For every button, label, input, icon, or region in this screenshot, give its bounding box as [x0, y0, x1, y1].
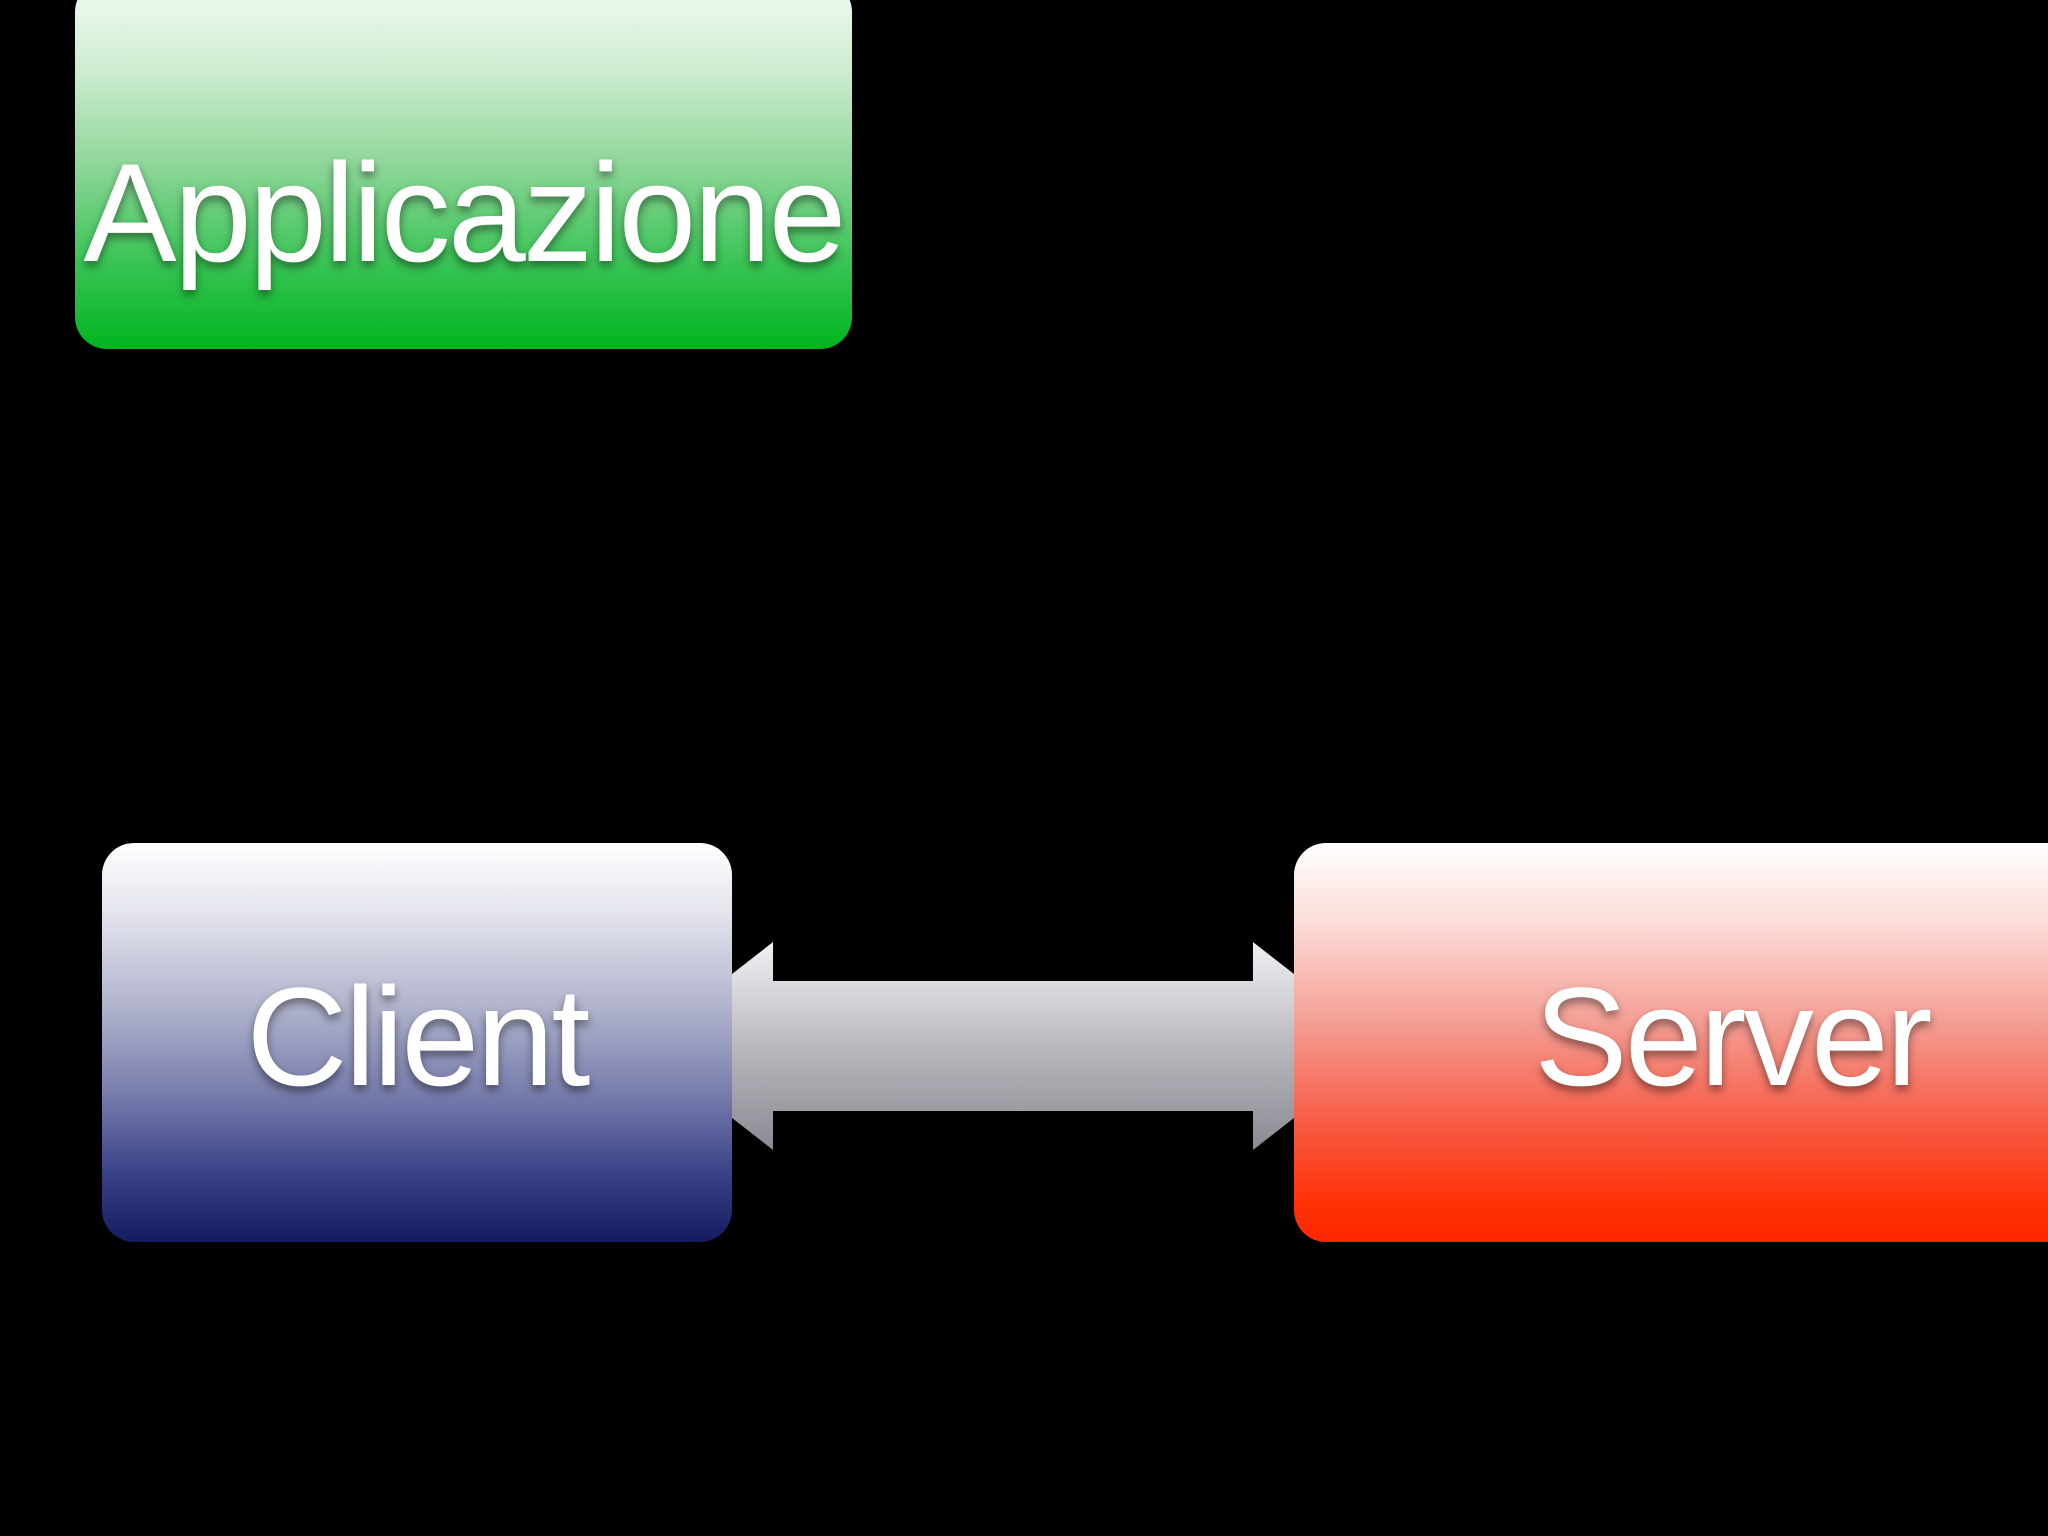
- server-box: Server: [1294, 843, 2048, 1242]
- client-box: Client: [102, 843, 732, 1242]
- client-box-label: Client: [246, 958, 590, 1115]
- client-server-double-arrow: [732, 942, 1294, 1150]
- application-box-label: Applicazione: [83, 134, 846, 291]
- server-box-label: Server: [1534, 958, 1932, 1115]
- application-box: Applicazione: [75, 0, 852, 349]
